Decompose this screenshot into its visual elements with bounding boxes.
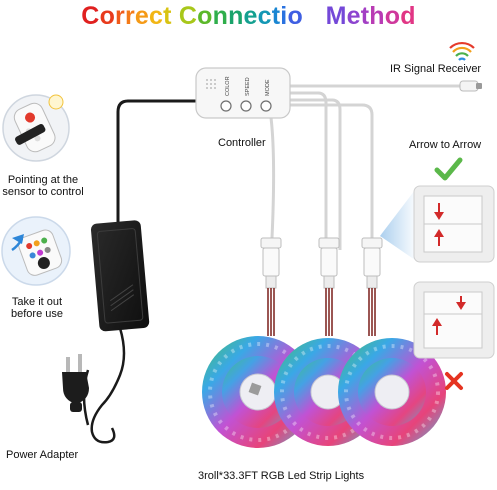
pointing-line-2: sensor to control: [2, 186, 84, 198]
connector-3: [361, 237, 383, 336]
title-letter: c: [257, 2, 272, 30]
page-title: Correct Connection Method: [0, 2, 497, 31]
title-letter: t: [360, 2, 370, 30]
highlight-beam: [380, 186, 418, 262]
controller-btn-color: COLOR: [225, 76, 231, 96]
power-plug-icon: [62, 354, 89, 412]
power-adapter-label: Power Adapter: [6, 449, 79, 461]
title-letter: n: [228, 2, 244, 30]
remote-takeout-illustration: [1, 216, 71, 286]
white-cable-2: [288, 91, 328, 238]
remote-pointing-illustration: [2, 94, 70, 162]
controller-label: Controller: [218, 137, 266, 149]
title-letter: o: [197, 2, 213, 30]
white-cable-3: [288, 98, 342, 250]
title-letter: C: [81, 2, 100, 30]
title-letter: t: [163, 2, 172, 30]
take-out-label: Take it out before use: [0, 296, 74, 320]
title-letter: e: [346, 2, 361, 30]
title-letter: h: [369, 2, 385, 30]
ir-receiver-label: IR Signal Receiver: [390, 63, 482, 75]
controller-btn-speed: SPEED: [245, 77, 251, 96]
connector-arrow-icon: [434, 203, 444, 246]
take-out-line-2: before use: [11, 308, 63, 320]
wifi-signal-icon: [449, 41, 475, 61]
title-letter: n: [212, 2, 229, 30]
ir-receiver: [459, 80, 482, 92]
title-letter: e: [243, 2, 258, 30]
title-letter: i: [280, 2, 288, 30]
pointing-sensor-label: Pointing at the sensor to control: [2, 174, 84, 198]
check-icon: [434, 157, 463, 181]
title-letter: d: [400, 2, 416, 30]
title-letter: r: [124, 2, 135, 30]
connector-2: [318, 237, 340, 336]
power-adapter: [90, 220, 150, 332]
correct-connection-panel: [413, 185, 495, 263]
controller-box: COLOR SPEED MODE: [195, 67, 291, 119]
title-letter: o: [99, 2, 116, 30]
connector-1: [260, 237, 282, 336]
white-cable-4: [288, 103, 374, 238]
title-letter: r: [115, 2, 125, 30]
title-letter: c: [149, 2, 164, 30]
title-letter: e: [134, 2, 150, 30]
pointing-line-1: Pointing at the: [7, 174, 79, 186]
title-letter: n: [302, 2, 319, 30]
dc-cable: [116, 99, 196, 222]
arrow-to-arrow-label: Arrow to Arrow: [409, 139, 482, 151]
ac-cable: [90, 327, 126, 444]
title-letter: o: [287, 2, 303, 30]
title-letter: M: [325, 2, 347, 30]
take-out-line-1: Take it out: [11, 296, 63, 308]
title-letter: t: [271, 2, 281, 30]
led-reel-3: [338, 338, 446, 446]
wrong-connection-panel: [413, 281, 495, 359]
white-cable-5: [268, 109, 276, 239]
title-letter: C: [178, 2, 198, 30]
title-letter: o: [384, 2, 401, 30]
controller-btn-mode: MODE: [265, 79, 271, 96]
cross-icon: [445, 372, 463, 390]
strip-lights-label: 3roll*33.3FT RGB Led Strip Lights: [198, 470, 365, 482]
